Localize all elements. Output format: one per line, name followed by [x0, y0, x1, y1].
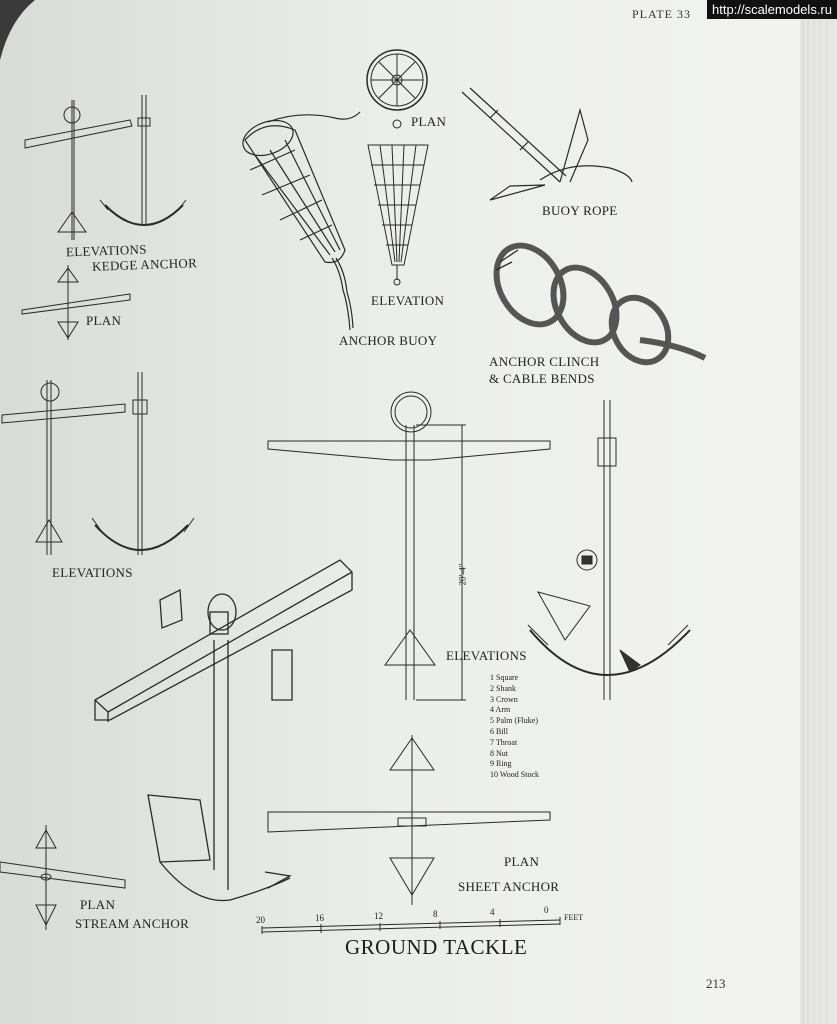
- scale-tick-label: 8: [433, 909, 438, 919]
- label-stream-anchor: STREAM ANCHOR: [75, 916, 190, 931]
- sheet-anchor-elevation-drawing: [267, 391, 551, 701]
- buoy-plan-drawing: [366, 49, 428, 111]
- label-anchor-buoy: ANCHOR BUOY: [339, 333, 438, 348]
- buoy-rope-drawing: [461, 87, 633, 201]
- label-plan-buoy: PLAN: [411, 114, 447, 129]
- scale-unit: FEET: [564, 913, 584, 922]
- legend-item: 3 Crown: [490, 694, 518, 704]
- scale-tick-label: 0: [544, 905, 549, 915]
- legend-item: 6 Bill: [490, 726, 509, 736]
- legend-item: 7 Throat: [490, 737, 518, 747]
- legend-item: 1 Square: [490, 673, 519, 682]
- legend-item: 9 Ring: [490, 759, 512, 769]
- label-elevations-mid: ELEVATIONS: [52, 565, 133, 580]
- scale-tick-label: 16: [315, 913, 324, 923]
- stream-anchor-elevations-drawing: [1, 372, 195, 555]
- sheet-anchor-plan-drawing: [267, 735, 551, 905]
- scale-tick-label: 20: [256, 915, 265, 925]
- label-elevation-buoy: ELEVATION: [371, 293, 445, 308]
- label-plan-sheet: PLAN: [504, 854, 540, 869]
- sheet-anchor-side-drawing: [527, 400, 691, 700]
- legend-item: 5 Palm (Fluke): [490, 716, 538, 726]
- scale-bar: [261, 917, 561, 934]
- label-buoy-rope: BUOY ROPE: [542, 203, 618, 218]
- scale-tick-label: 12: [374, 911, 383, 921]
- legend-item: 2 Shank: [490, 683, 516, 693]
- watermark[interactable]: http://scalemodels.ru: [707, 0, 837, 19]
- parts-legend: 1 Square 2 Shank 3 Crown 4 Arm 5 Palm (F…: [490, 673, 539, 781]
- page-header: PLATE 33: [632, 7, 691, 21]
- label-sheet-anchor: SHEET ANCHOR: [458, 879, 560, 894]
- legend-item: 4 Arm: [490, 705, 511, 715]
- label-kedge-anchor: KEDGE ANCHOR: [91, 255, 198, 274]
- anchor-buoy-perspective-drawing: [242, 111, 361, 331]
- label-anchor-clinch: ANCHOR CLINCH: [489, 354, 600, 369]
- stream-anchor-plan-drawing: [0, 825, 126, 930]
- legend-item: 10 Wood Stock: [490, 770, 539, 780]
- scale-tick-label: 4: [490, 907, 495, 917]
- page-number: 213: [706, 976, 726, 991]
- dimension-label: 20'-4": [457, 563, 468, 586]
- label-elevations-top: ELEVATIONS: [65, 241, 148, 260]
- label-cable-bends: & CABLE BENDS: [489, 371, 595, 386]
- buoy-elevation-drawing: [367, 119, 429, 286]
- legend-item: 8 Nut: [490, 748, 508, 758]
- isometric-anchor-drawing: [94, 559, 353, 902]
- cable-bends-drawing: [493, 242, 707, 366]
- kedge-anchor-drawing: [21, 95, 187, 340]
- label-elevations-sheet: ELEVATIONS: [446, 648, 527, 663]
- label-plan-stream: PLAN: [80, 897, 116, 912]
- label-plan-kedge: PLAN: [86, 313, 122, 328]
- plate-title: GROUND TACKLE: [345, 935, 528, 959]
